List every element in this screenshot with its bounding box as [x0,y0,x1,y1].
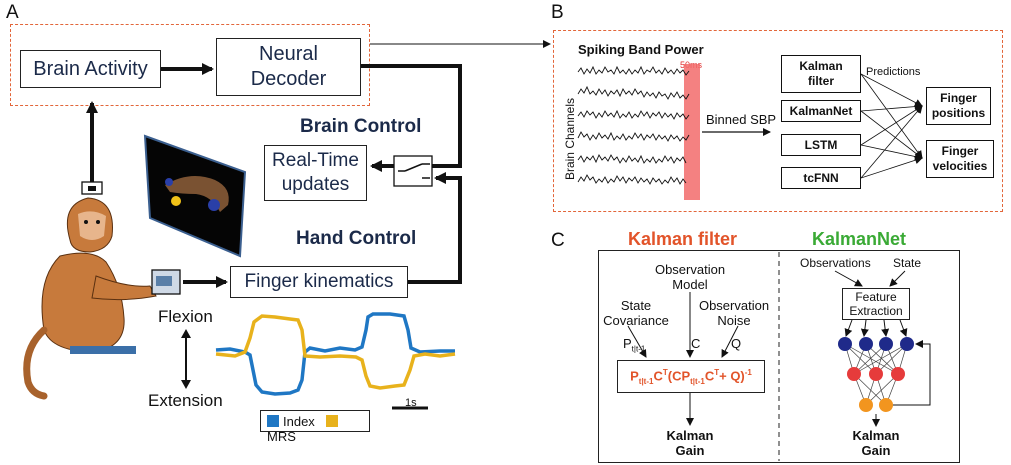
kalmannet-title: KalmanNet [812,229,907,249]
kalman-filter-arrows [627,292,739,426]
brain-control-label: Brain Control [300,116,422,137]
switch-icon [393,155,433,187]
monkey-illustration [23,181,181,400]
neural-decoder-label: Neural Decoder [250,43,327,90]
kalman-gain-label: Kalman Gain [666,428,714,458]
binned-sbp-label: Binned SBP [706,112,777,127]
sbp-title: Spiking Band Power [578,42,704,57]
p-symbol: Pt|t-1 [623,336,645,354]
decoders-dashed-region [553,30,1003,212]
real-time-updates-label: Real-Time updates [272,150,359,195]
kalmannet-arrows [834,270,931,427]
model-label-kalmannet: KalmanNet [789,103,853,118]
index-trace [215,312,455,396]
legend-item-index: Index [267,414,315,429]
model-box-tcfnn: tcFNN [781,167,861,189]
legend-mrs-label: MRS [267,429,296,444]
model-box-kalman-filter: Kalman filter [781,55,861,93]
ext-arrow-head [181,380,191,389]
output-label-velocities: Finger velocities [932,144,988,173]
state-label: State [893,256,922,270]
p-symbol-letter: P [623,336,632,351]
legend-index-label: Index [283,414,315,429]
flexion-label: Flexion [158,307,213,326]
mrs-trace [215,314,456,390]
real-time-updates-box: Real-Time updates [264,145,367,201]
panel-a-flow-lines [86,40,551,288]
output-box-velocities: Finger velocities [926,140,994,178]
virtual-hand-screen-icon [143,134,247,258]
c-symbol: C [691,336,701,351]
scale-bar-label: 1s [405,397,417,409]
state-covariance-label: State Covariance [603,298,669,328]
kalman-filter-title: Kalman filter [628,229,738,249]
observation-model-label: Observation Model [654,262,726,292]
index-swatch [267,415,279,427]
panel-c-frame [598,250,960,463]
model-box-kalmannet: KalmanNet [781,100,861,122]
predictions-label: Predictions [866,66,921,78]
extension-label: Extension [148,391,223,410]
feature-extraction-label: Feature Extraction [849,290,903,318]
observations-label: Observations [800,256,871,270]
neural-decoder-box: Neural Decoder [216,38,361,96]
gain-formula: Pt|t-1CT(CPt|t-1CT+ Q)-1 [630,367,752,386]
model-output-connections [860,73,923,179]
output-label-positions: Finger positions [931,91,986,120]
model-label-tcfnn: tcFNN [803,170,839,185]
trace-legend: Index MRS [260,410,370,444]
output-box-positions: Finger positions [926,87,991,125]
q-symbol: Q [731,336,742,351]
model-label-kalman-filter: Kalman filter [799,59,843,88]
finger-kinematics-box: Finger kinematics [230,266,408,298]
kalmannet-network-nodes [838,337,914,412]
gain-formula-box: Pt|t-1CT(CPt|t-1CT+ Q)-1 [617,360,765,393]
hand-control-label: Hand Control [296,228,417,249]
brain-activity-label: Brain Activity [33,57,148,80]
feature-extraction-box: Feature Extraction [842,288,910,320]
kalmannet-gain-label: Kalman Gain [852,428,900,458]
observation-noise-label: Observation Noise [698,298,770,328]
model-label-lstm: LSTM [804,137,838,152]
panel-label-c: C [551,230,565,251]
bin-window-highlight [684,64,700,200]
legend-item-mrs: MRS [267,414,342,444]
panel-label-b: B [551,2,564,23]
sbp-traces [577,65,690,185]
brain-activity-box: Brain Activity [20,50,161,88]
mrs-swatch [326,415,339,427]
panel-label-a: A [6,2,19,23]
model-box-lstm: LSTM [781,134,861,156]
finger-kinematics-label: Finger kinematics [244,271,394,292]
flex-arrow-head [181,329,191,338]
p-symbol-sub: t|t-1 [631,344,646,354]
